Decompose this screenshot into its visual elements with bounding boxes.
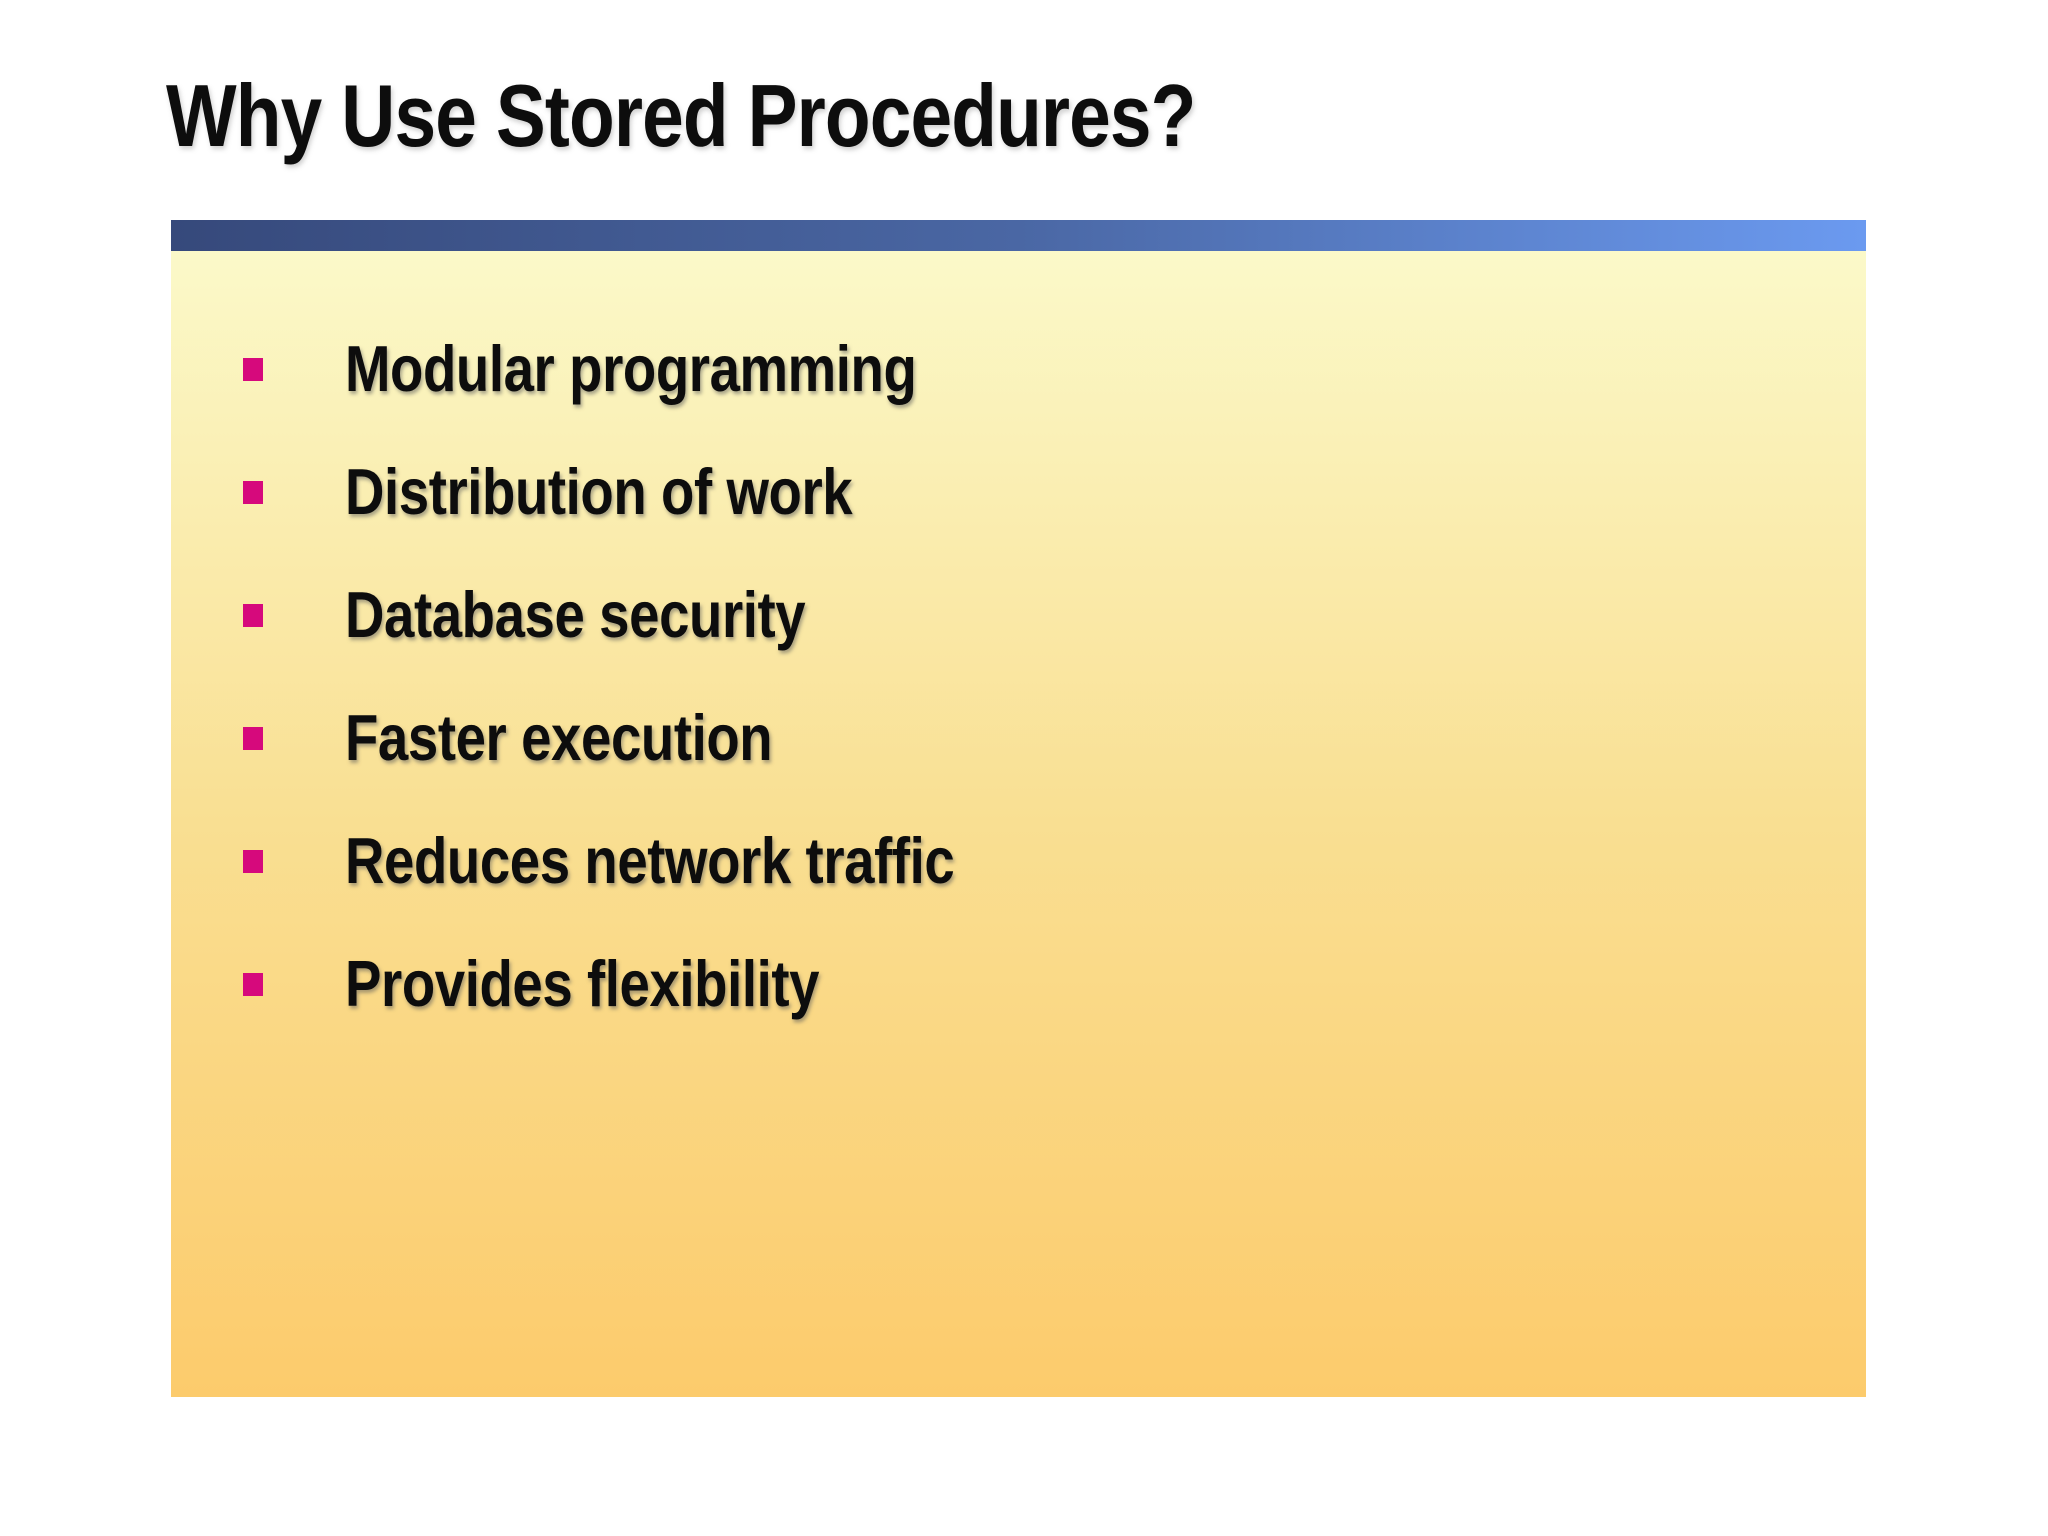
bullet-item: Reduces network traffic [171,822,1866,900]
content-panel: Modular programming Distribution of work… [171,251,1866,1397]
bullet-text: Provides flexibility [345,947,820,1020]
bullet-square-icon [243,850,263,873]
bullet-item: Modular programming [171,330,1866,408]
bullet-text: Reduces network traffic [345,824,955,897]
bullet-square-icon [243,358,263,381]
bullet-list: Modular programming Distribution of work… [171,330,1866,1023]
bullet-item: Database security [171,576,1866,654]
bullet-text: Distribution of work [345,455,853,528]
bullet-item: Faster execution [171,699,1866,777]
bullet-square-icon [243,727,263,750]
bullet-text: Database security [345,578,806,651]
bullet-square-icon [243,604,263,627]
bullet-square-icon [243,973,263,996]
bullet-square-icon [243,481,263,504]
slide-title: Why Use Stored Procedures? [166,66,1196,165]
bullet-text: Modular programming [345,332,917,405]
bullet-item: Provides flexibility [171,945,1866,1023]
bullet-text: Faster execution [345,701,773,774]
bullet-item: Distribution of work [171,453,1866,531]
title-accent-bar [171,220,1866,251]
